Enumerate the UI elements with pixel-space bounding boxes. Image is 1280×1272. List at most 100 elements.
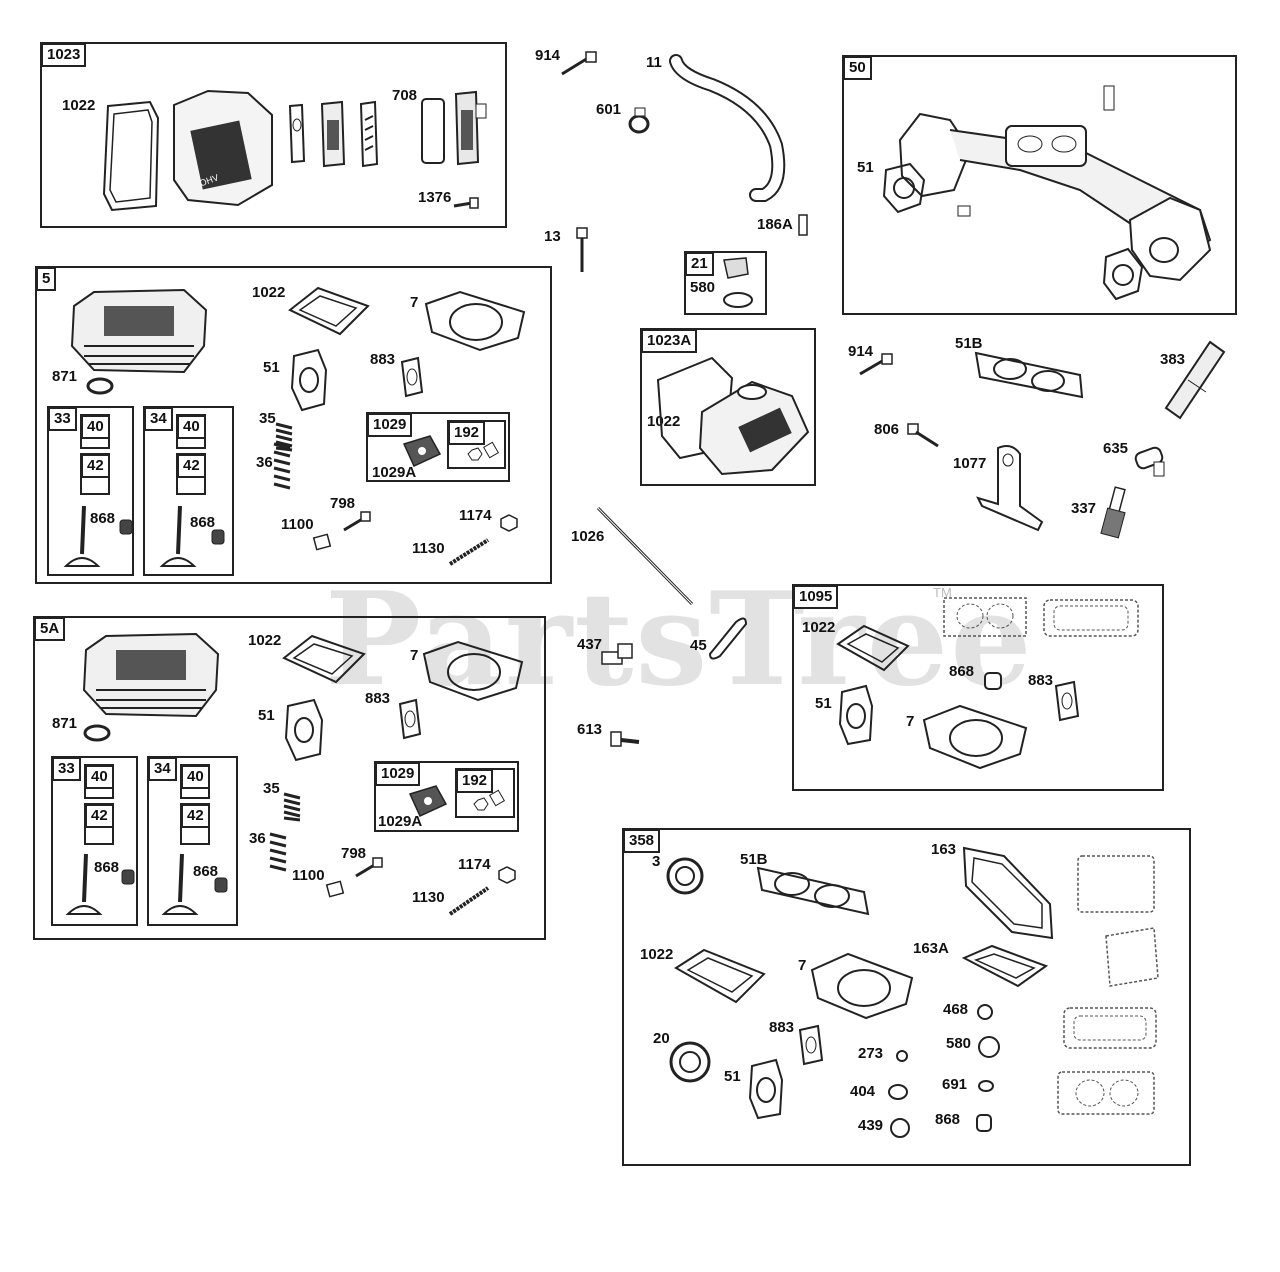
breather-part[interactable] — [318, 100, 348, 170]
rocker-nut-1100b-part[interactable] — [325, 880, 345, 898]
gasket-dotted-3-part[interactable] — [1074, 852, 1158, 916]
washer-468-part[interactable] — [975, 1002, 995, 1022]
label-635[interactable]: 635 — [1103, 440, 1129, 457]
oil-fill-gasket-part[interactable] — [418, 96, 448, 168]
fitting-437-part[interactable] — [600, 640, 636, 670]
bolt-13-part[interactable] — [574, 226, 590, 274]
valve-spring-36-part[interactable] — [272, 440, 292, 496]
label-868[interactable]: 868 — [949, 663, 975, 680]
label-437[interactable]: 437 — [577, 636, 603, 653]
valve-cover-assembly-part[interactable] — [652, 352, 812, 480]
label-51[interactable]: 51 — [815, 695, 832, 712]
label-1174[interactable]: 1174 — [459, 507, 492, 524]
label-708[interactable]: 708 — [392, 87, 418, 104]
intake-gasket-part[interactable] — [880, 160, 930, 216]
label-1100[interactable]: 1100 — [292, 867, 325, 884]
label-883[interactable]: 883 — [1028, 672, 1054, 689]
fitting-186A-part[interactable] — [796, 213, 810, 237]
adjuster-192b-part[interactable] — [470, 788, 510, 816]
gasket-51-part[interactable] — [288, 348, 330, 414]
screw-part[interactable] — [452, 196, 480, 212]
tappet-45-part[interactable] — [706, 612, 748, 660]
gasket-dotted-2-part[interactable] — [1040, 596, 1142, 640]
gasket-dotted-5-part[interactable] — [1060, 1004, 1160, 1052]
label-1029A[interactable]: 1029A — [378, 813, 423, 830]
label-7[interactable]: 7 — [410, 294, 419, 311]
gasket-163A-part[interactable] — [958, 942, 1052, 990]
label-601[interactable]: 601 — [596, 101, 622, 118]
cylinder-gasket-7b-part[interactable] — [918, 702, 1032, 772]
rocker-arm-b-part[interactable] — [406, 784, 450, 820]
valve-cover-part[interactable]: OHV — [168, 85, 278, 210]
label-798[interactable]: 798 — [341, 845, 367, 862]
gasket-163-part[interactable] — [958, 842, 1058, 946]
gasket-883d-part[interactable] — [796, 1024, 826, 1068]
label-868[interactable]: 868 — [94, 859, 120, 876]
label-163A[interactable]: 163A — [913, 940, 949, 957]
rocker-arm-part[interactable] — [400, 434, 444, 470]
breather-gasket-part[interactable] — [287, 103, 307, 165]
label-1026[interactable]: 1026 — [571, 528, 605, 545]
label-613[interactable]: 613 — [577, 721, 603, 738]
gasket-dotted-6-part[interactable] — [1054, 1068, 1158, 1118]
label-51[interactable]: 51 — [724, 1068, 741, 1085]
gasket-883c-part[interactable] — [396, 698, 424, 742]
label-51[interactable]: 51 — [258, 707, 275, 724]
cylinder-head-part[interactable] — [64, 286, 214, 378]
label-11[interactable]: 11 — [646, 54, 662, 71]
gasket-1022-1095-part[interactable] — [832, 622, 914, 674]
label-404[interactable]: 404 — [850, 1083, 876, 1100]
bolt-914-part[interactable] — [560, 50, 600, 78]
label-163[interactable]: 163 — [931, 841, 957, 858]
valve-seal-868d-part[interactable] — [120, 868, 136, 886]
label-1130[interactable]: 1130 — [412, 540, 445, 557]
rocker-nut-1100-part[interactable] — [312, 533, 332, 551]
cylinder-head-5A-part[interactable] — [76, 630, 226, 722]
bolt-806-part[interactable] — [906, 422, 940, 448]
washer-439-part[interactable] — [888, 1116, 912, 1140]
label-337[interactable]: 337 — [1071, 500, 1097, 517]
washer-691-part[interactable] — [976, 1078, 996, 1094]
label-1022[interactable]: 1022 — [252, 284, 286, 301]
label-51[interactable]: 51 — [857, 159, 874, 176]
oil-seal-20-part[interactable] — [668, 1040, 712, 1084]
label-383[interactable]: 383 — [1160, 351, 1186, 368]
label-1100[interactable]: 1100 — [281, 516, 314, 533]
gasket-dotted-4-part[interactable] — [1098, 924, 1162, 990]
cylinder-gasket-7d-part[interactable] — [806, 950, 918, 1022]
bolt-914b-part[interactable] — [858, 352, 894, 378]
label-1022[interactable]: 1022 — [647, 413, 681, 430]
label-868[interactable]: 868 — [935, 1111, 961, 1128]
nut-1174-part[interactable] — [500, 514, 518, 532]
oil-fill-cover-part[interactable] — [450, 88, 490, 168]
label-36[interactable]: 36 — [256, 454, 273, 471]
label-883[interactable]: 883 — [370, 351, 396, 368]
label-868[interactable]: 868 — [193, 863, 219, 880]
valve-seal-868f-part[interactable] — [974, 1112, 994, 1134]
valve-cover-gasket-part[interactable] — [100, 98, 162, 216]
label-51[interactable]: 51 — [263, 359, 280, 376]
head-gasket-1022-part[interactable] — [284, 284, 374, 338]
label-1022[interactable]: 1022 — [248, 632, 282, 649]
label-868[interactable]: 868 — [190, 514, 216, 531]
valve-spring-36b-part[interactable] — [268, 830, 288, 872]
label-868[interactable]: 868 — [90, 510, 116, 527]
seal-871-part[interactable] — [85, 376, 115, 396]
washer-404-part[interactable] — [887, 1082, 909, 1102]
o-ring-580-part[interactable] — [976, 1034, 1002, 1060]
label-273[interactable]: 273 — [858, 1045, 884, 1062]
label-13[interactable]: 13 — [544, 228, 561, 245]
label-3[interactable]: 3 — [652, 853, 661, 870]
label-7[interactable]: 7 — [798, 957, 807, 974]
label-439[interactable]: 439 — [858, 1117, 884, 1134]
nut-1174b-part[interactable] — [498, 866, 516, 884]
valve-seal-868e-part[interactable] — [213, 876, 229, 894]
cylinder-gasket-7c-part[interactable] — [418, 638, 528, 704]
label-45[interactable]: 45 — [690, 637, 707, 654]
label-1029A[interactable]: 1029A — [372, 464, 417, 481]
label-20[interactable]: 20 — [653, 1030, 670, 1047]
gasket-dotted-part[interactable] — [940, 594, 1030, 640]
label-883[interactable]: 883 — [365, 690, 391, 707]
breather-tube-part[interactable] — [669, 54, 792, 205]
label-798[interactable]: 798 — [330, 495, 356, 512]
